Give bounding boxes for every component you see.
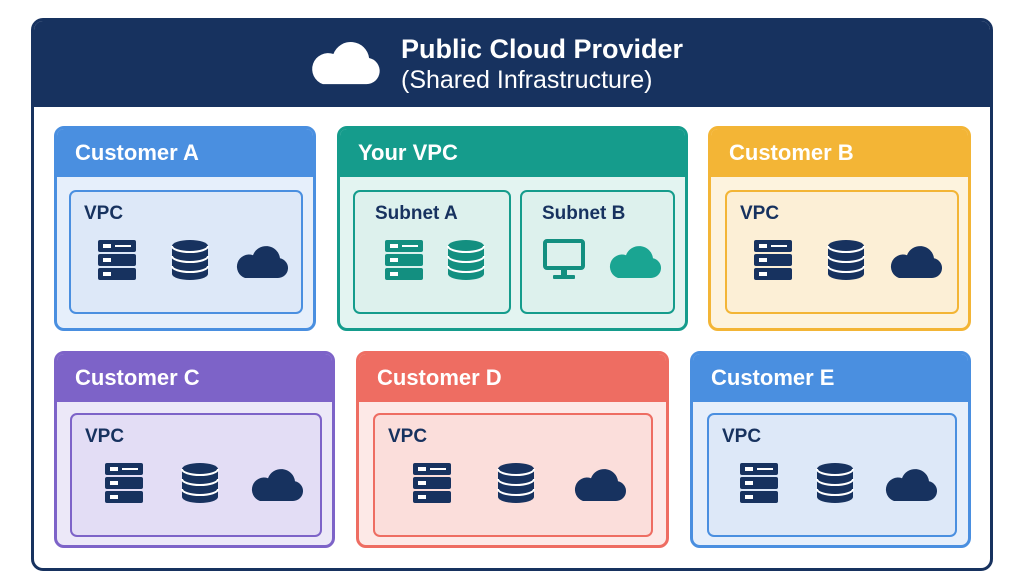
database-icon: [494, 461, 538, 505]
customer-b-card: Customer B VPC: [708, 126, 971, 331]
subnet-b-label: Subnet B: [542, 203, 626, 224]
vpc-box: VPC: [69, 190, 303, 314]
customer-a-title: Customer A: [57, 129, 313, 177]
cloud-icon: [248, 465, 304, 505]
customer-c-card: Customer C VPC: [54, 351, 335, 548]
subnet-b-box: Subnet B: [520, 190, 675, 314]
cloud-icon: [606, 242, 662, 282]
resource-icons: [522, 238, 673, 284]
provider-header: Public Cloud Provider (Shared Infrastruc…: [34, 21, 990, 107]
server-icon: [737, 461, 781, 505]
cloud-icon: [887, 242, 943, 282]
server-icon: [751, 238, 795, 282]
vpc-label: VPC: [740, 203, 780, 224]
resource-icons: [375, 461, 651, 507]
cloud-icon: [233, 242, 289, 282]
server-icon: [410, 461, 454, 505]
customer-a-card: Customer A VPC: [54, 126, 316, 331]
vpc-label: VPC: [388, 426, 428, 447]
provider-subtitle: (Shared Infrastructure): [401, 66, 653, 94]
subnet-a-box: Subnet A: [353, 190, 511, 314]
your-vpc-card: Your VPC Subnet A Subnet B: [337, 126, 688, 331]
database-icon: [178, 461, 222, 505]
resource-icons: [71, 238, 301, 284]
vpc-label: VPC: [85, 426, 125, 447]
your-vpc-title: Your VPC: [340, 129, 685, 177]
provider-title: Public Cloud Provider: [401, 34, 684, 64]
vpc-box: VPC: [70, 413, 322, 537]
vpc-label: VPC: [84, 203, 124, 224]
resource-icons: [72, 461, 320, 507]
cloud-icon: [882, 465, 938, 505]
customer-c-title: Customer C: [57, 354, 332, 402]
customer-e-title: Customer E: [693, 354, 968, 402]
resource-icons: [709, 461, 955, 507]
vpc-box: VPC: [373, 413, 653, 537]
vpc-box: VPC: [707, 413, 957, 537]
customer-d-card: Customer D VPC: [356, 351, 669, 548]
cloud-icon: [307, 38, 381, 88]
database-icon: [824, 238, 868, 282]
cloud-icon: [571, 465, 627, 505]
customer-b-title: Customer B: [711, 129, 968, 177]
resource-icons: [727, 238, 957, 284]
vpc-label: VPC: [722, 426, 762, 447]
subnet-a-label: Subnet A: [375, 203, 458, 224]
server-icon: [95, 238, 139, 282]
customer-d-title: Customer D: [359, 354, 666, 402]
monitor-icon: [542, 238, 586, 282]
resource-icons: [355, 238, 509, 284]
server-icon: [382, 238, 426, 282]
database-icon: [168, 238, 212, 282]
customer-e-card: Customer E VPC: [690, 351, 971, 548]
server-icon: [102, 461, 146, 505]
database-icon: [444, 238, 488, 282]
database-icon: [813, 461, 857, 505]
vpc-box: VPC: [725, 190, 959, 314]
